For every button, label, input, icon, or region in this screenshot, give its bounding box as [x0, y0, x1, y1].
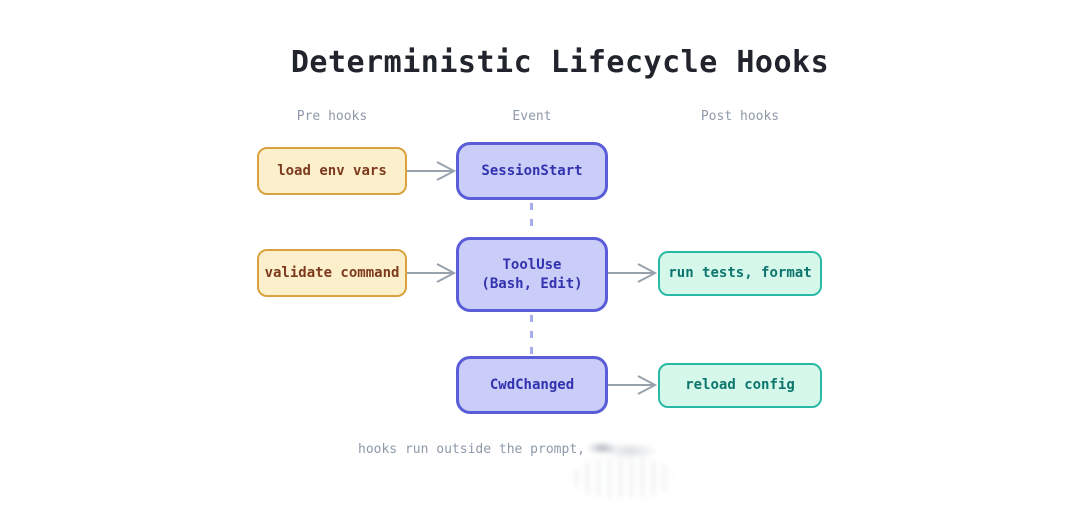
node-cwd-changed: CwdChanged	[456, 356, 608, 414]
node-reload-config: reload config	[658, 363, 822, 408]
arrow-tool-use-to-run-tests	[608, 263, 658, 283]
node-label: ToolUse	[502, 256, 562, 273]
node-label: SessionStart	[481, 162, 583, 179]
footer-caption: hooks run outside the prompt,	[358, 442, 585, 457]
node-label: validate command	[264, 264, 400, 281]
node-validate-command: validate command	[257, 249, 407, 297]
node-label: run tests, format	[668, 265, 812, 281]
node-session-start: SessionStart	[456, 142, 608, 200]
column-header-post-hooks: Post hooks	[700, 109, 780, 124]
blurred-smudge-streaks	[574, 458, 674, 498]
node-label: CwdChanged	[489, 376, 575, 393]
node-tool-use: ToolUse (Bash, Edit)	[456, 237, 608, 312]
node-label: load env vars	[277, 162, 387, 179]
column-header-event: Event	[512, 109, 552, 124]
dashed-connector-session-start-to-tool-use	[530, 203, 533, 235]
column-header-pre-hooks: Pre hooks	[296, 109, 368, 124]
dashed-connector-tool-use-to-cwd-changed	[530, 315, 533, 354]
arrow-validate-command-to-tool-use	[407, 263, 457, 283]
node-load-env-vars: load env vars	[257, 147, 407, 195]
node-run-tests-format: run tests, format	[658, 251, 822, 296]
node-sublabel: (Bash, Edit)	[481, 275, 583, 292]
node-label: reload config	[685, 377, 795, 393]
blurred-smudge	[586, 438, 666, 462]
arrow-cwd-changed-to-reload-config	[608, 375, 658, 395]
arrow-load-env-to-session-start	[407, 161, 457, 181]
diagram-title: Deterministic Lifecycle Hooks	[290, 45, 830, 80]
